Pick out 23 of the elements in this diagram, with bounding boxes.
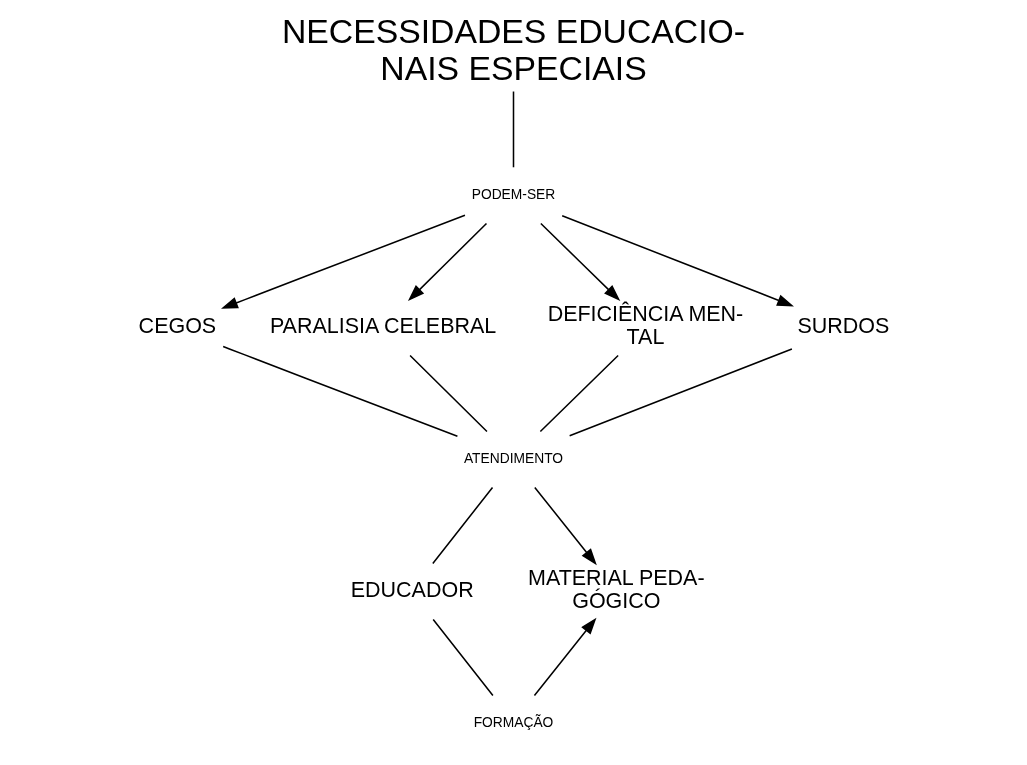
node-text: MATERIAL PEDA- GÓGICO <box>528 566 705 614</box>
node-text: NECESSIDADES EDUCACIO- NAIS ESPECIAIS <box>281 11 746 87</box>
node-text: PODEM-SER <box>471 185 556 202</box>
node-text: ATENDIMENTO <box>463 449 564 466</box>
node-text: PARALISIA CELEBRAL <box>269 313 497 338</box>
arrow <box>533 617 597 697</box>
arrow <box>407 222 488 302</box>
node-text: FORMAÇÃO <box>473 713 554 730</box>
connector <box>222 345 459 438</box>
connector <box>512 90 515 169</box>
connector <box>539 354 619 433</box>
connector <box>432 486 494 565</box>
node-text: SURDOS <box>797 313 890 338</box>
node-text: EDUCADOR <box>350 577 474 602</box>
arrow <box>221 214 466 309</box>
arrow <box>534 486 597 566</box>
connector <box>432 618 494 697</box>
connector <box>568 348 793 437</box>
arrow <box>561 215 794 307</box>
connector <box>409 354 488 433</box>
arrow <box>540 222 621 302</box>
node-text: CEGOS <box>138 313 217 338</box>
node-text: DEFICIÊNCIA MEN- TAL <box>547 302 744 350</box>
